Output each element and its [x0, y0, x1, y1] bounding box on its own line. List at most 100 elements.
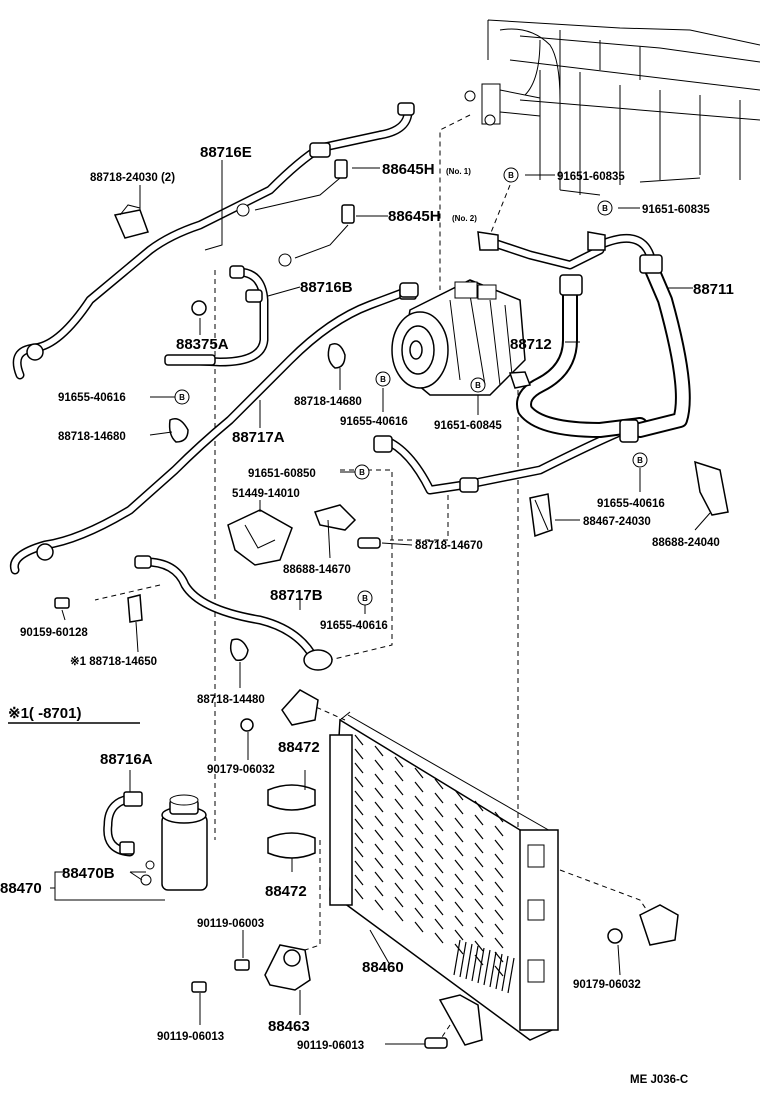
condenser-fin	[494, 867, 504, 879]
condenser-fin	[494, 839, 504, 851]
condenser-fin	[494, 909, 504, 921]
label-88716B: 88716B	[300, 279, 353, 296]
label-90119-06013-b: 90119-06013	[297, 1040, 364, 1052]
condenser-fin	[354, 874, 364, 886]
condenser-fin	[414, 865, 424, 877]
svg-text:B: B	[475, 381, 481, 390]
condenser-fin	[374, 773, 384, 785]
condenser-fin	[374, 885, 384, 897]
condenser-fin	[394, 896, 404, 908]
compressor	[391, 231, 606, 396]
label-88718-14680-a: 88718-14680	[58, 431, 126, 443]
condenser-fin	[494, 895, 504, 907]
label-90119-06013-a: 90119-06013	[157, 1031, 224, 1043]
label-91651-60850: 91651-60850	[248, 468, 316, 480]
condenser-fin	[354, 790, 364, 802]
condenser-fin	[374, 787, 384, 799]
condenser-fin	[474, 814, 484, 826]
label-88470: 88470	[0, 880, 42, 897]
b-marker: B	[632, 452, 648, 468]
condenser-fin	[477, 947, 485, 984]
condenser-fin	[434, 848, 444, 860]
condenser-fin	[474, 884, 484, 896]
engine-block	[464, 19, 760, 196]
label-91651-60835-a: 91651-60835	[557, 171, 625, 183]
condenser-fin	[474, 828, 484, 840]
condenser-fin	[494, 825, 504, 837]
condenser-fin	[474, 800, 484, 812]
condenser-fin	[454, 817, 464, 829]
condenser-fin	[354, 762, 364, 774]
condenser-fin	[414, 767, 424, 779]
condenser-fin	[354, 818, 364, 830]
condenser-fin	[454, 789, 464, 801]
label-88718-14680-b: 88718-14680	[294, 396, 362, 408]
label-88463: 88463	[268, 1018, 310, 1035]
condenser-fin	[354, 748, 364, 760]
condenser-fin	[494, 951, 504, 963]
condenser-fin	[434, 932, 444, 944]
condenser-fin	[454, 929, 464, 941]
condenser-fin	[354, 734, 364, 746]
label-88711: 88711	[693, 281, 734, 298]
condenser-fin	[434, 834, 444, 846]
label-88472-b: 88472	[265, 883, 307, 900]
condenser-fin	[374, 759, 384, 771]
label-88460: 88460	[362, 959, 404, 976]
condenser-fin	[434, 862, 444, 874]
label-91655-40616-c: 91655-40616	[597, 498, 665, 510]
condenser-fin	[414, 837, 424, 849]
condenser-fin	[434, 792, 444, 804]
label-51449-14010: 51449-14010	[232, 488, 300, 500]
condenser-fin	[434, 890, 444, 902]
condenser-fin	[494, 811, 504, 823]
condenser	[329, 711, 559, 1041]
condenser-fin	[354, 804, 364, 816]
condenser-fin	[494, 853, 504, 865]
condenser-fin	[454, 873, 464, 885]
label-88712: 88712	[510, 336, 552, 353]
condenser-fin	[474, 926, 484, 938]
label-90179-06032-b: 90179-06032	[573, 979, 641, 991]
condenser-fin	[354, 832, 364, 844]
condenser-fin	[501, 955, 509, 992]
condenser-fin	[394, 756, 404, 768]
label-88718-24030: 88718-24030 (2)	[90, 172, 175, 184]
svg-text:B: B	[602, 204, 608, 213]
label-88645H-2: 88645H	[388, 208, 441, 225]
condenser-fin	[434, 806, 444, 818]
condenser-fin	[374, 801, 384, 813]
label-91655-40616-a: 91655-40616	[58, 392, 126, 404]
condenser-fin	[394, 882, 404, 894]
condenser-fin	[394, 854, 404, 866]
svg-text:B: B	[508, 171, 514, 180]
condenser-fin	[414, 879, 424, 891]
condenser-fin	[494, 937, 504, 949]
svg-text:B: B	[380, 375, 386, 384]
b-marker: B	[354, 464, 370, 480]
svg-text:B: B	[359, 468, 365, 477]
condenser-fin	[453, 939, 461, 976]
label-88717B: 88717B	[270, 587, 323, 604]
b-marker: B	[503, 167, 519, 183]
part-labels: 88716E 88718-24030 (2) 88645H (No. 1) 88…	[0, 144, 734, 1086]
condenser-fin	[474, 856, 484, 868]
condenser-fin	[354, 846, 364, 858]
note-1: ※1( -8701)	[8, 705, 81, 722]
condenser-fin	[394, 784, 404, 796]
condenser-fin	[454, 901, 464, 913]
b-marker: B	[597, 200, 613, 216]
diagram-code: ME J036-C	[630, 1074, 688, 1086]
condenser-fin	[394, 826, 404, 838]
condenser-fin	[374, 843, 384, 855]
leader-lines	[50, 160, 711, 1045]
condenser-fin	[394, 910, 404, 922]
receiver-drier	[119, 791, 208, 891]
condenser-fin	[489, 951, 497, 988]
condenser-fin	[454, 887, 464, 899]
condenser-fin	[454, 831, 464, 843]
condenser-fin	[374, 829, 384, 841]
condenser-fin	[414, 921, 424, 933]
condenser-fin	[434, 904, 444, 916]
